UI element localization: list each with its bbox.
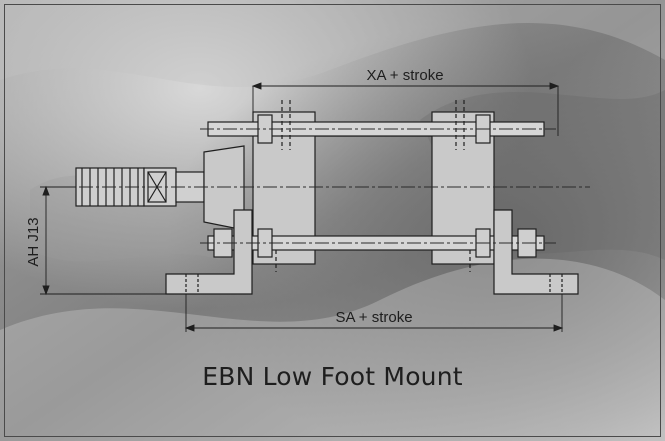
dimension-xa-label: XA + stroke <box>366 67 443 84</box>
dimensions <box>40 82 564 332</box>
figure-caption: EBN Low Foot Mount <box>202 362 463 391</box>
dimension-ah-label: AH J13 <box>25 217 42 266</box>
foot-rear <box>493 209 579 295</box>
center-lines <box>56 128 590 244</box>
dimension-sa-label: SA + stroke <box>335 309 412 326</box>
